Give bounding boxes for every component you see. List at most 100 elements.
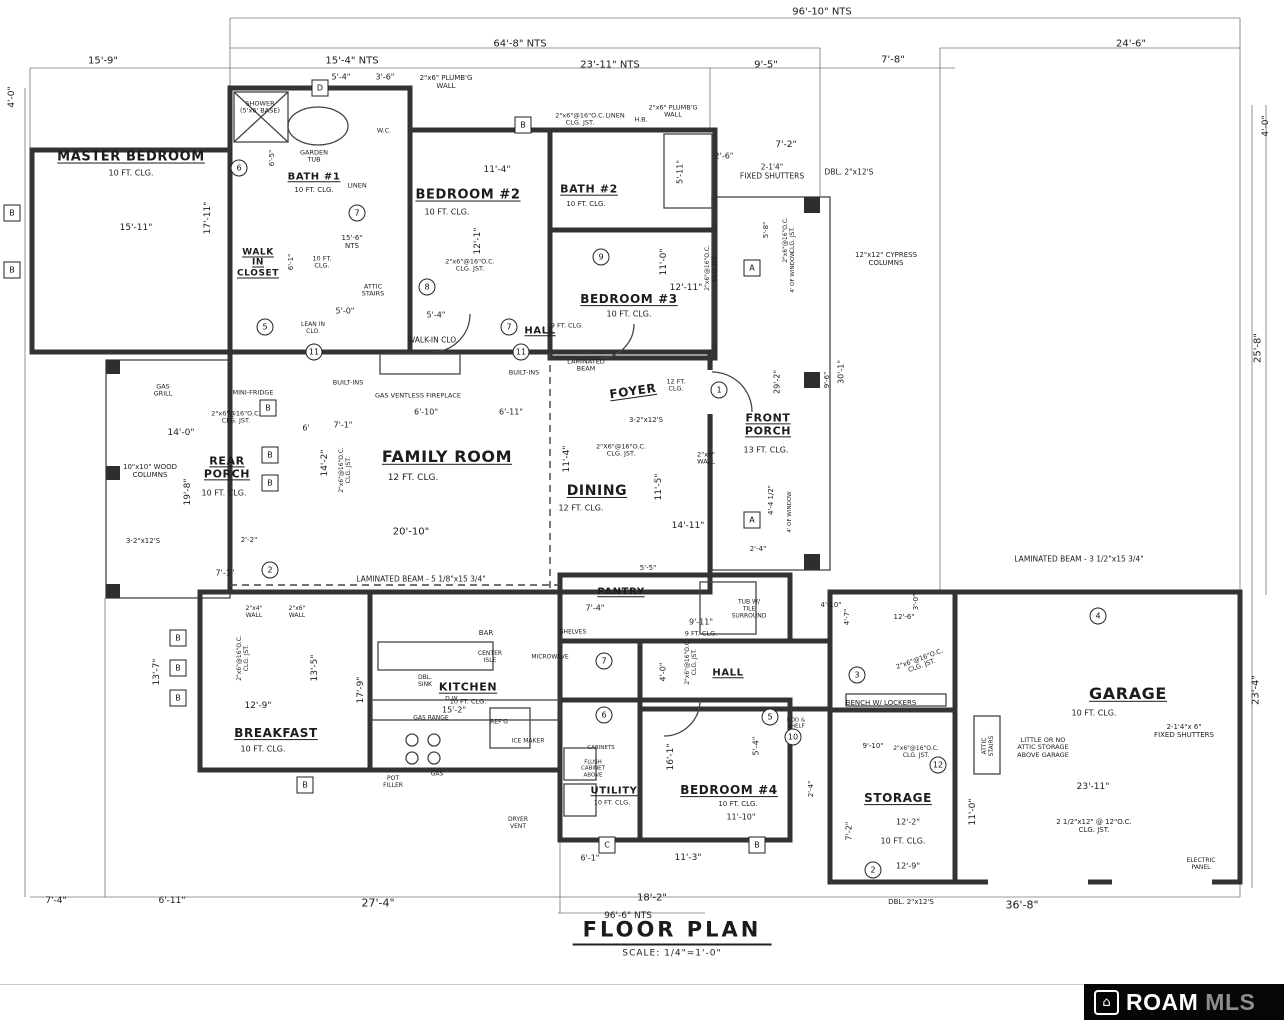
room-label-rear-porch: REAR PORCH xyxy=(203,454,251,480)
plan-annotation: TUB W/ TILE SURROUND xyxy=(731,598,767,620)
room-label-bath-1: BATH #1 xyxy=(287,171,341,183)
plan-annotation: 10 FT. CLG. xyxy=(593,798,631,807)
room-label-bedroom-3: BEDROOM #3 xyxy=(580,292,678,307)
plan-annotation: ROD & SHELF xyxy=(786,717,806,730)
kitchen-counter xyxy=(371,699,561,721)
plan-annotation: 6'-5" xyxy=(267,149,276,167)
window-tag-2: 2 xyxy=(261,561,279,579)
range-burner xyxy=(405,751,419,765)
plan-annotation: 2"x6"@16"O.C. CLG. JST. xyxy=(338,447,352,493)
plan-annotation: 6'-1" xyxy=(580,853,600,863)
brand-roam: ROAM xyxy=(1126,988,1199,1015)
plan-annotation: 2"x6"@16"O.C. CLG. JST. xyxy=(211,409,261,425)
wall-tag-A: A xyxy=(743,259,761,277)
plan-annotation: 5'-8" xyxy=(761,221,770,239)
plan-annotation: 7'-1" xyxy=(333,420,353,430)
plan-annotation: 15'-6" NTS xyxy=(341,233,363,250)
plan-annotation: BENCH W/ LOCKERS xyxy=(845,698,917,707)
wall-tag-B: B xyxy=(3,261,21,279)
plan-annotation: 2"x6" PLUMB'G WALL xyxy=(419,73,473,90)
plan-annotation: 2"x4" WALL xyxy=(245,605,263,619)
plan-annotation: MINI-FRIDGE xyxy=(232,388,274,397)
plan-annotation: 2"X6"@16"O.C. CLG. JST. xyxy=(596,442,646,458)
plan-annotation: 10"x10" WOOD COLUMNS xyxy=(123,462,177,479)
range-burner xyxy=(405,733,419,747)
hall-tub-fixture xyxy=(699,581,757,635)
room-label-bedroom-4: BEDROOM #4 xyxy=(680,783,778,798)
plan-annotation: 13'-7" xyxy=(151,658,162,686)
window-tag-3: 3 xyxy=(848,666,866,684)
plan-annotation: LINEN xyxy=(347,181,367,190)
plan-annotation: 2"x6" WALL xyxy=(696,450,716,466)
room-label-dining: DINING xyxy=(566,482,628,499)
plan-annotation: 9 FT. CLG. xyxy=(684,629,718,638)
plan-annotation: 2"x6" WALL xyxy=(288,605,306,619)
door-swing xyxy=(663,699,701,737)
plan-annotation: 12'-6" xyxy=(893,612,915,621)
plan-annotation: 4'-0" xyxy=(1260,115,1271,137)
wall-tag-B: B xyxy=(259,399,277,417)
plan-annotation: WALK-IN CLO. xyxy=(407,335,459,345)
plan-annotation: 20'-10" xyxy=(392,526,430,538)
room-label-front-porch: FRONT PORCH xyxy=(744,411,792,437)
plan-annotation: 15'-4" NTS xyxy=(325,55,379,67)
washer xyxy=(563,747,597,781)
wall-tag-B: B xyxy=(261,446,279,464)
plan-annotation: 4'-4 1/2" xyxy=(766,484,775,516)
plan-annotation: 3'-0" xyxy=(911,593,920,611)
plan-annotation: 11'-10" xyxy=(726,812,756,822)
plan-annotation: LAMINATED BEAM - 3 1/2"x15 3/4" xyxy=(1014,554,1144,564)
plan-annotation: 9'-11" xyxy=(688,617,714,627)
plan-annotation: 4'-0" xyxy=(658,662,668,682)
plan-annotation: 2'-4" xyxy=(806,780,815,798)
plan-annotation: LEAN IN CLO. xyxy=(301,321,325,335)
plan-annotation: DBL. SINK xyxy=(417,674,433,688)
room-label-bedroom-2: BEDROOM #2 xyxy=(415,187,521,203)
wall-tag-B: B xyxy=(169,659,187,677)
window-tag-7: 7 xyxy=(500,318,518,336)
plan-annotation: POT FILLER xyxy=(383,775,403,789)
plan-annotation: W.C. xyxy=(376,126,392,135)
window-tag-10: 10 xyxy=(784,728,802,746)
plan-annotation: BAR xyxy=(478,628,494,637)
wall-outlines xyxy=(29,85,1243,885)
plan-annotation: 7'-2" xyxy=(775,139,797,150)
plan-annotation: 2'-6" xyxy=(714,151,734,161)
plan-annotation: 11'-5" xyxy=(653,473,664,501)
plan-annotation: 3'-6" xyxy=(375,72,395,82)
plan-annotation: 2-1'4"x 6" FIXED SHUTTERS xyxy=(1154,722,1214,739)
plan-annotation: 2"x6"@16"O.C. CLG. JST. xyxy=(684,639,698,685)
plan-annotation: DRYER VENT xyxy=(507,816,529,830)
plan-annotation: 6'-1" xyxy=(286,253,295,271)
plan-annotation: BUILT-INS xyxy=(332,378,364,387)
bench-lockers xyxy=(845,693,947,707)
page-scale: SCALE: 1/4"=1'-0" xyxy=(622,948,722,959)
plan-annotation: 13 FT. CLG. xyxy=(743,445,789,455)
plan-annotation: 7'-1" xyxy=(215,568,235,578)
plan-annotation: 96'-6" NTS xyxy=(604,910,652,921)
plan-annotation: 12"x12" CYPRESS COLUMNS xyxy=(854,250,918,267)
plan-annotation: 6' xyxy=(302,423,310,433)
plan-annotation: 15'-2" xyxy=(441,705,467,715)
plan-annotation: LAMINATED BEAM xyxy=(567,357,605,373)
plan-annotation: GAS GRILL xyxy=(153,382,173,398)
plan-annotation: 27'-4" xyxy=(361,896,395,910)
wall-tag-B: B xyxy=(169,689,187,707)
window-tag-11: 11 xyxy=(305,343,323,361)
plan-annotation: 12 FT. CLG. xyxy=(666,377,686,393)
attic-stairs-garage xyxy=(973,715,1001,775)
door-swing xyxy=(711,371,753,413)
plan-annotation: LITTLE OR NO ATTIC STORAGE ABOVE GARAGE xyxy=(1017,735,1069,759)
plan-annotation: 11'-4" xyxy=(561,445,572,473)
plan-annotation: 2 1/2"x12" @ 12"O.C. CLG. JST. xyxy=(1056,817,1132,834)
page-edge-line xyxy=(0,984,1284,985)
plan-annotation: 19'-8" xyxy=(182,478,193,506)
plan-annotation: 10 FT. CLG. xyxy=(880,836,926,846)
plan-annotation: 10 FT. CLG. xyxy=(1071,708,1117,718)
plan-annotation: 15'-11" xyxy=(119,222,153,233)
door-swing xyxy=(599,323,635,359)
plan-annotation: GAS RANGE xyxy=(413,714,449,722)
plan-annotation: 23'-11" xyxy=(1076,781,1110,792)
plan-annotation: H.B. xyxy=(634,115,648,124)
room-label-hall: HALL xyxy=(524,325,556,337)
